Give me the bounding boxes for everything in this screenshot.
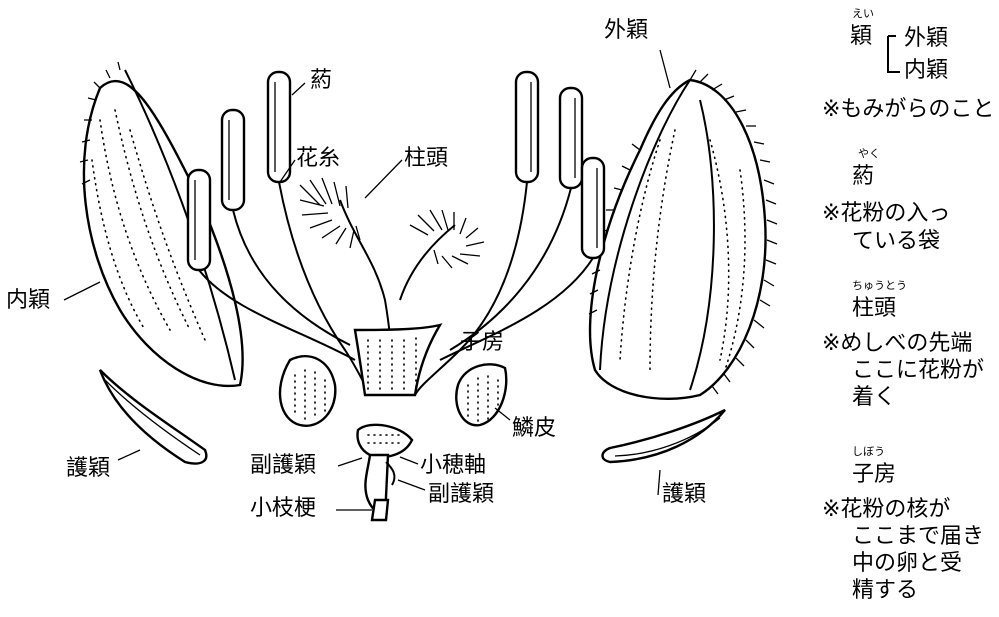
label-accessory-glume-right: 副護穎 — [428, 484, 494, 506]
empty-glume-right — [603, 410, 726, 462]
label-ovary: 子房 — [460, 332, 504, 354]
rachilla — [358, 425, 413, 520]
stamens-right — [415, 72, 604, 395]
glossary-note-chuto-1: ※めしべの先端 — [822, 330, 972, 357]
label-accessory-glume-left: 副護穎 — [250, 455, 316, 477]
glossary-note-shibo-2: ここまで届き — [852, 523, 984, 550]
glossary-note-shibo-1: ※花粉の核が — [822, 496, 950, 523]
label-stigma: 柱頭 — [404, 148, 448, 170]
label-anther: 葯 — [310, 70, 332, 92]
glossary-note-chuto-2: ここに花粉が — [852, 357, 984, 384]
label-pedicel: 小枝梗 — [250, 498, 316, 520]
label-filament: 花糸 — [296, 148, 340, 170]
glossary-note-yaku-2: ている袋 — [852, 228, 940, 255]
label-empty-glume-right: 護穎 — [662, 484, 706, 506]
label-outer-glume: 外穎 — [604, 20, 648, 42]
label-lodicule: 鱗皮 — [512, 418, 556, 440]
glossary-note-yaku-1: ※花粉の入っ — [822, 200, 950, 227]
glossary-note-ei: ※もみがらのこと — [822, 96, 994, 123]
glossary-bracket — [888, 36, 900, 72]
glossary-ruby-shibo: しぼう — [852, 446, 885, 457]
glossary-item-outer: 外穎 — [904, 28, 948, 50]
glossary-ruby-yaku: やく — [858, 148, 880, 159]
outer-glume-right — [589, 70, 777, 399]
glossary-ruby-chuto: ちゅうとう — [852, 280, 907, 291]
glossary-note-shibo-4: 精する — [852, 577, 918, 604]
label-inner-glume: 内穎 — [6, 290, 50, 312]
glossary-note-shibo-3: 中の卵と受 — [852, 550, 962, 577]
ovary — [355, 325, 440, 395]
lodicule-left — [280, 356, 335, 426]
inner-glume-left — [80, 62, 243, 386]
glossary-term-yaku: 葯 — [852, 166, 874, 188]
glossary-term-ei: 穎 — [850, 26, 872, 48]
glossary-note-chuto-3: 着く — [852, 384, 896, 411]
glossary-ruby-ei: えい — [852, 8, 874, 19]
glossary-term-chuto: 柱頭 — [852, 298, 896, 320]
label-empty-glume-left: 護穎 — [66, 458, 110, 480]
label-rachilla: 小穂軸 — [420, 455, 486, 477]
lodicule-right — [456, 364, 506, 425]
empty-glume-left — [100, 370, 206, 464]
glossary-term-shibo: 子房 — [852, 464, 896, 486]
glossary-item-inner: 内穎 — [904, 60, 948, 82]
